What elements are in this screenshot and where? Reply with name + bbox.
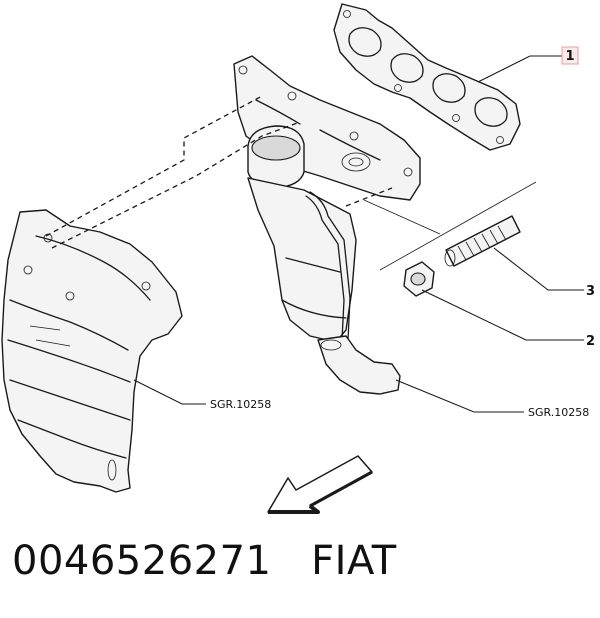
callout-1[interactable]: 1 xyxy=(561,46,579,65)
hardware-bracket xyxy=(363,181,537,271)
manifold-gasket xyxy=(333,3,521,151)
heat-shield-reference[interactable]: SGR.10258 xyxy=(210,398,271,411)
caption-spacer xyxy=(272,538,312,584)
callout-3-label[interactable]: 3 xyxy=(586,284,595,299)
brand-name: FIAT xyxy=(311,538,397,584)
assembly-lines xyxy=(45,95,393,249)
leader-lines xyxy=(133,55,584,413)
exhaust-manifold-catalyst xyxy=(233,55,421,395)
direction-arrow-icon xyxy=(267,455,373,514)
callout-1-label: 1 xyxy=(565,49,574,64)
callout-2-label[interactable]: 2 xyxy=(586,334,595,349)
heat-shield xyxy=(1,209,183,493)
part-caption: 0046526271 FIAT xyxy=(12,538,397,584)
catalyst-pipe-reference[interactable]: SGR.10258 xyxy=(528,406,589,419)
hex-nut xyxy=(403,261,435,297)
part-number: 0046526271 xyxy=(12,538,272,584)
stud-bolt xyxy=(444,215,521,267)
